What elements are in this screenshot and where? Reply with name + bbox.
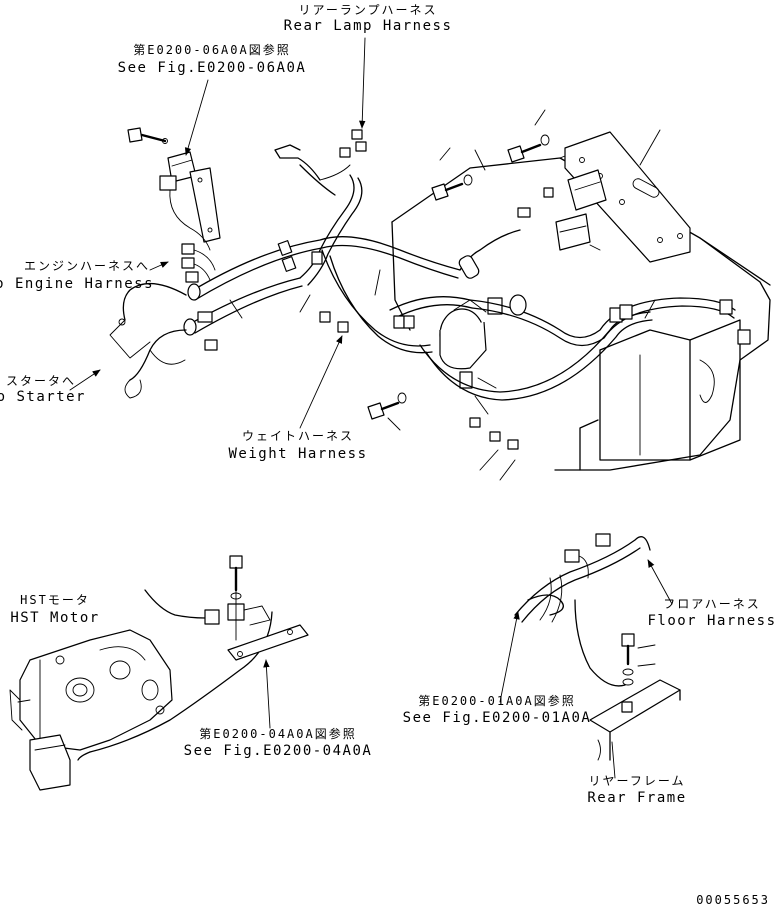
- to-starter-label-en: To Starter: [0, 389, 86, 405]
- hst-motor-label-jp: HSTモータ: [20, 593, 90, 607]
- main-harness-cables: [187, 129, 751, 401]
- to-engine-harness-label-en: To Engine Harness: [0, 276, 154, 292]
- leader-floor-harness: [647, 559, 673, 605]
- weight-harness-label-en: Weight Harness: [228, 446, 368, 462]
- see-fig-06-label-en: See Fig.E0200-06A0A: [117, 60, 307, 76]
- leader-see-01: [499, 611, 520, 703]
- hst-motor-drawing: [9, 629, 173, 791]
- floor-harness-label-en: Floor Harness: [647, 613, 777, 629]
- see-fig-01-label-jp: 第E0200-01A0A図参照: [418, 694, 576, 708]
- see-fig-01-label-en: See Fig.E0200-01A0A: [402, 710, 592, 726]
- see-fig-04-label-jp: 第E0200-04A0A図参照: [199, 727, 357, 741]
- see-fig-04-label-en: See Fig.E0200-04A0A: [183, 743, 373, 759]
- to-starter-label-jp: スタータへ: [5, 374, 76, 388]
- leader-see-04: [263, 659, 271, 729]
- floor-harness-drawing: [514, 533, 651, 687]
- rear-frame-label-jp: リヤーフレーム: [588, 774, 686, 788]
- drawing-number: 00055653: [696, 893, 770, 907]
- relay-bracket-plate: [564, 131, 691, 263]
- see-fig-06-label-jp: 第E0200-06A0A図参照: [133, 43, 291, 57]
- rear-lamp-harness-label-en: Rear Lamp Harness: [283, 18, 453, 34]
- hst-bracket-and-bolt: [227, 555, 309, 661]
- battery-relay-center: [439, 297, 503, 389]
- to-engine-harness-label-jp: エンジンハーネスへ: [23, 259, 150, 273]
- floor-bolt: [621, 633, 656, 676]
- starter-relay-upper-left: [159, 151, 221, 251]
- relay-on-bracket: [517, 187, 591, 251]
- hst-motor-label-en: HST Motor: [10, 610, 100, 626]
- bolts: [127, 127, 550, 420]
- leader-rear-frame: [611, 741, 616, 779]
- floor-harness-label-jp: フロアハーネス: [663, 597, 761, 611]
- engine-side-connectors: [181, 243, 218, 351]
- leader-lines-top: [69, 37, 661, 481]
- starter-cable-left: [109, 283, 187, 399]
- weight-harness-label-jp: ウェイトハーネス: [241, 429, 355, 443]
- rear-lamp-harness-label-jp: リアーランプハーネス: [298, 3, 438, 17]
- rear-frame-label-en: Rear Frame: [587, 790, 687, 806]
- small-connectors-lower: [469, 417, 519, 450]
- rear-frame-plate: [589, 679, 681, 761]
